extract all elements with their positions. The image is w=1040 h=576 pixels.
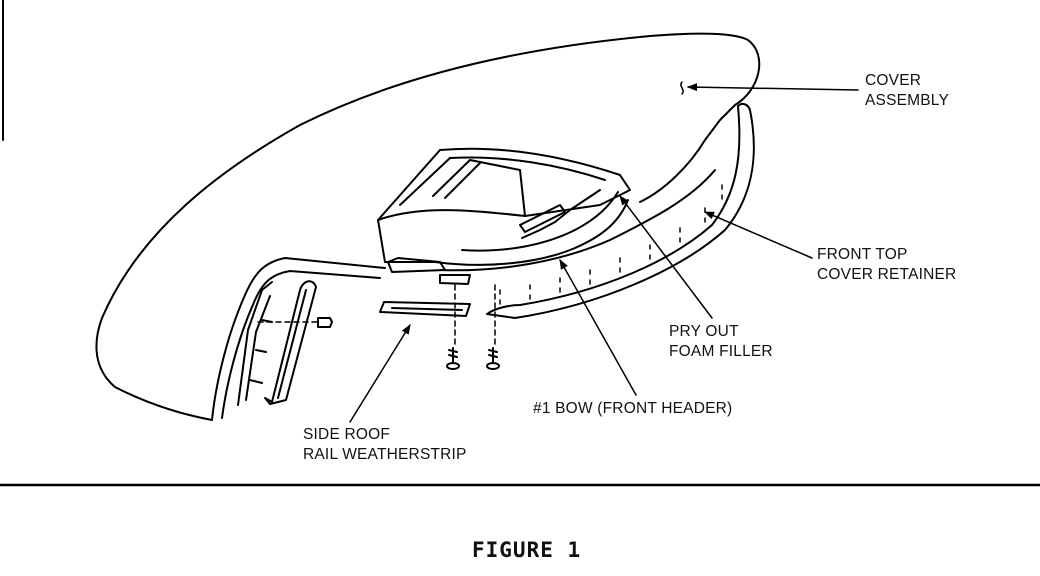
label-retainer-line-2: COVER RETAINER xyxy=(817,266,957,283)
cover-front-edge xyxy=(114,386,213,421)
leader-bow xyxy=(559,259,637,396)
header-clip-2 xyxy=(439,274,471,285)
label-pry-out-foam-filler: PRY OUT FOAM FILLER xyxy=(669,322,773,362)
label-pry-line-2: FOAM FILLER xyxy=(669,343,773,360)
header-weatherstrip-line xyxy=(391,307,463,311)
header-pad-line xyxy=(444,162,481,199)
label-side-line-2: RAIL WEATHERSTRIP xyxy=(303,446,467,463)
label-cover-line-2: ASSEMBLY xyxy=(865,92,950,109)
weatherstrip-inner-line xyxy=(277,289,307,399)
label-front-top-cover-retainer: FRONT TOP COVER RETAINER xyxy=(817,245,956,285)
header-front-face xyxy=(434,199,629,266)
header-top-inner xyxy=(399,156,606,206)
cover-squiggle xyxy=(680,81,684,95)
header-left-drop xyxy=(377,219,436,263)
leader-retainer xyxy=(704,211,813,259)
label-cover-assembly: COVER ASSEMBLY xyxy=(865,71,949,111)
side-rail-detail-2 xyxy=(255,349,267,353)
header-pad xyxy=(432,159,526,217)
cover-assembly-shape xyxy=(95,32,761,388)
screw-left xyxy=(446,347,460,370)
header-slot xyxy=(519,204,566,233)
side-rail-bracket xyxy=(237,281,273,406)
leader-pry-out xyxy=(619,195,713,319)
side-rail-inner xyxy=(221,270,381,419)
retainer-dashes xyxy=(499,184,723,311)
retainer-strip-inner xyxy=(486,105,741,315)
label-cover-line-1: COVER xyxy=(865,72,922,89)
figure-caption: FIGURE 1 xyxy=(472,538,582,562)
label-side-roof-rail-weatherstrip: SIDE ROOF RAIL WEATHERSTRIP xyxy=(303,425,467,465)
weatherstrip-piece xyxy=(264,280,317,405)
retainer-strip-outer xyxy=(486,102,755,319)
screw-right xyxy=(486,347,500,370)
side-rail-outer xyxy=(211,257,386,421)
bow-lower-strip xyxy=(439,169,716,272)
header-top-panel xyxy=(377,147,631,221)
label-side-line-1: SIDE ROOF xyxy=(303,426,391,443)
header-weatherstrip xyxy=(379,301,471,317)
label-pry-line-1: PRY OUT xyxy=(669,323,739,340)
leader-cover-assembly xyxy=(687,83,859,92)
header-front-face-inner xyxy=(461,191,619,252)
leader-side-roof xyxy=(349,324,411,423)
side-screw xyxy=(317,317,333,328)
side-rail-detail-1 xyxy=(249,379,263,384)
header-clip xyxy=(387,257,446,273)
header-step-detail xyxy=(521,189,601,239)
label-retainer-line-1: FRONT TOP xyxy=(817,246,908,263)
label-bow-front-header: #1 BOW (FRONT HEADER) xyxy=(533,400,733,417)
